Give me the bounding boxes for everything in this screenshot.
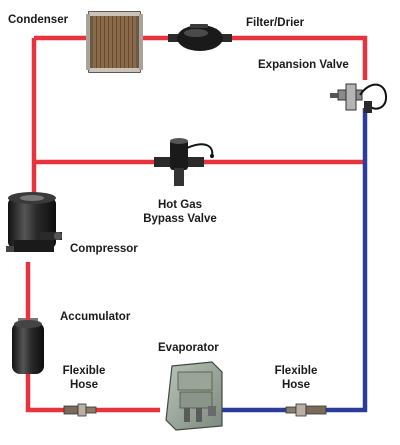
compressor-icon (6, 192, 62, 252)
label-compressor: Compressor (70, 243, 138, 255)
label-hot-gas-line2: Bypass Valve (143, 213, 217, 225)
flexible-hose-icon (285, 403, 327, 417)
high-side-lines (25, 35, 368, 413)
line-accumulator-to-hose (25, 372, 64, 413)
label-flex-right-line1: Flexible (274, 365, 318, 377)
accumulator-icon (12, 318, 44, 374)
label-evaporator: Evaporator (158, 342, 219, 354)
filter-drier-icon (168, 24, 232, 51)
label-flex-left-line2: Hose (69, 379, 99, 391)
label-accumulator: Accumulator (60, 311, 131, 323)
condenser-icon (86, 11, 143, 73)
line-expansion-to-evaporator (326, 108, 368, 413)
label-flex-right-line2: Hose (281, 379, 311, 391)
flexible-hose-icon (63, 403, 97, 417)
label-condenser: Condenser (8, 14, 69, 26)
label-flexible-hose-left: Flexible Hose (52, 364, 116, 392)
label-flex-left-line1: Flexible (62, 365, 106, 377)
label-expansion-valve: Expansion Valve (258, 59, 349, 71)
evaporator-icon (165, 361, 223, 431)
low-side-lines (222, 108, 368, 413)
label-flexible-hose-right: Flexible Hose (264, 364, 328, 392)
expansion-valve-icon (330, 83, 388, 113)
hot-gas-bypass-valve-icon (154, 138, 214, 186)
label-hot-gas-line1: Hot Gas (157, 199, 203, 211)
label-filter-drier: Filter/Drier (246, 17, 305, 29)
line-drier-to-expansion (228, 35, 368, 80)
label-hot-gas-bypass-valve: Hot Gas Bypass Valve (140, 198, 220, 226)
